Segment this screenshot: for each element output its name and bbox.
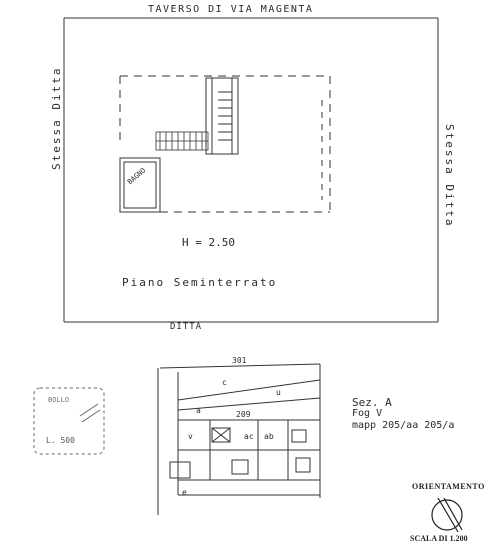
wall-hatching xyxy=(155,131,209,151)
map-top-number: 301 xyxy=(232,356,247,365)
map-parcel-209: 209 xyxy=(236,410,251,419)
bottom-side-label: DITTA xyxy=(170,322,203,332)
scale-label: SCALA DI 1.200 xyxy=(410,534,468,543)
map-parcel-u: u xyxy=(276,388,281,397)
stamp-text: BOLLO xyxy=(48,396,70,404)
height-label: H = 2.50 xyxy=(182,236,235,249)
floor-label: Piano Seminterrato xyxy=(122,276,278,289)
building-outline xyxy=(119,75,331,213)
top-street-label: TAVERSO DI VIA MAGENTA xyxy=(148,4,314,15)
orientation-label: ORIENTAMENTO xyxy=(412,482,485,491)
stamp-value: L. 500 xyxy=(46,436,75,445)
map-parcel-ab: ab xyxy=(264,432,274,441)
section-label: Sez. A xyxy=(352,396,392,409)
lot-boundary xyxy=(63,17,439,323)
parcels-label: mapp 205/aa 205/a xyxy=(352,420,455,431)
stamp xyxy=(33,387,105,455)
right-side-label: Stessa Ditta xyxy=(443,124,456,228)
cadastral-map xyxy=(157,363,321,515)
map-parcel-v: v xyxy=(188,432,193,441)
map-parcel-e: e xyxy=(182,488,187,497)
stair-block xyxy=(205,77,239,155)
north-arrow-icon xyxy=(431,497,463,533)
map-parcel-a: a xyxy=(196,406,201,415)
sheet-label: Fog V xyxy=(352,408,383,419)
left-side-label: Stessa Ditta xyxy=(50,66,63,170)
map-parcel-c: c xyxy=(222,378,227,387)
map-parcel-ac: ac xyxy=(244,432,254,441)
bathroom-walls xyxy=(119,157,161,213)
